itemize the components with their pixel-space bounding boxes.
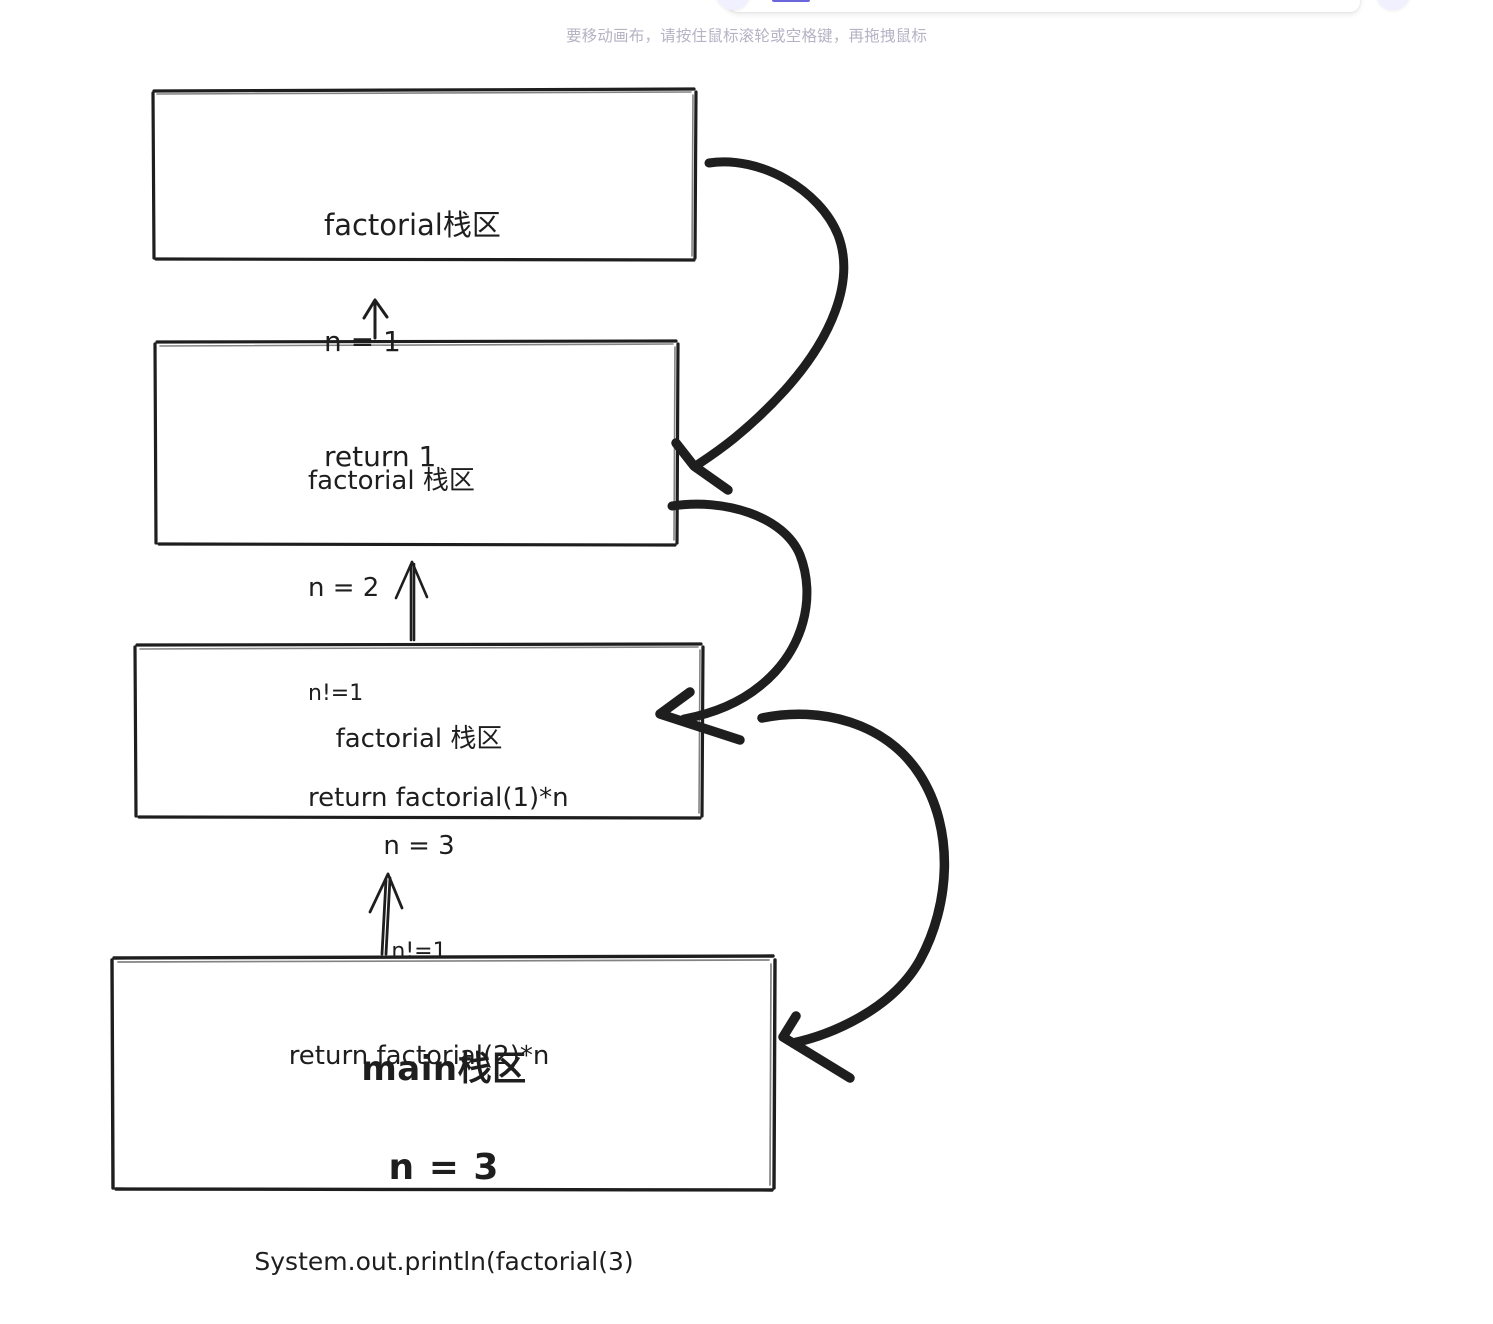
return-arrow-n3-to-main [757,709,950,1083]
frame-1-rect [151,87,698,262]
frame-main-line-2: System.out.println(factorial(3) [254,1247,634,1277]
call-arrow-n3-to-n2 [394,560,429,642]
frame-3-line-1: n = 3 [383,831,455,862]
frame-1-line-2: return 1 [324,440,437,474]
call-arrow-main-to-n3 [368,872,404,956]
canvas-pan-hint: 要移动画布，请按住鼠标滚轮或空格键，再拖拽鼠标 [565,28,928,45]
frame-1-line-0: factorial栈区 [324,208,501,243]
call-arrow-n2-to-n1 [362,298,389,340]
frame-2-text[interactable]: factorial 栈区 n = 2 n!=1 return factorial… [308,392,569,889]
frame-1-text[interactable]: factorial栈区 n = 1 return 1 [324,128,501,554]
frame-main-line-1: n = 3 [388,1147,500,1189]
frame-2-line-3: return factorial(1)*n [308,783,569,814]
frame-main-text[interactable]: main栈区 n = 3 System.out.println(factoria… [116,1002,772,1324]
frame-3-line-2: n!=1 [391,939,447,964]
frame-3-line-3: return factorial(2)*n [288,1041,550,1072]
return-arrow-n1-to-n2 [671,157,849,495]
frame-3-line-0: factorial 栈区 [335,723,503,754]
sketch-layer [110,87,950,1192]
excalidraw-canvas[interactable]: factorial栈区 n = 1 return 1 factorial 栈区 … [0,0,1493,1276]
frame-1-line-1: n = 1 [324,324,401,358]
return-arrow-n2-to-n3 [655,499,812,745]
frame-2-line-1: n = 2 [308,573,380,604]
frame-3-text[interactable]: factorial 栈区 n = 3 n!=1 return factorial… [140,650,698,1147]
frame-main-rect [110,954,777,1192]
frame-2-line-2: n!=1 [308,681,364,706]
frame-2-line-0: factorial 栈区 [308,465,475,496]
frame-main-line-0: main栈区 [361,1049,527,1090]
